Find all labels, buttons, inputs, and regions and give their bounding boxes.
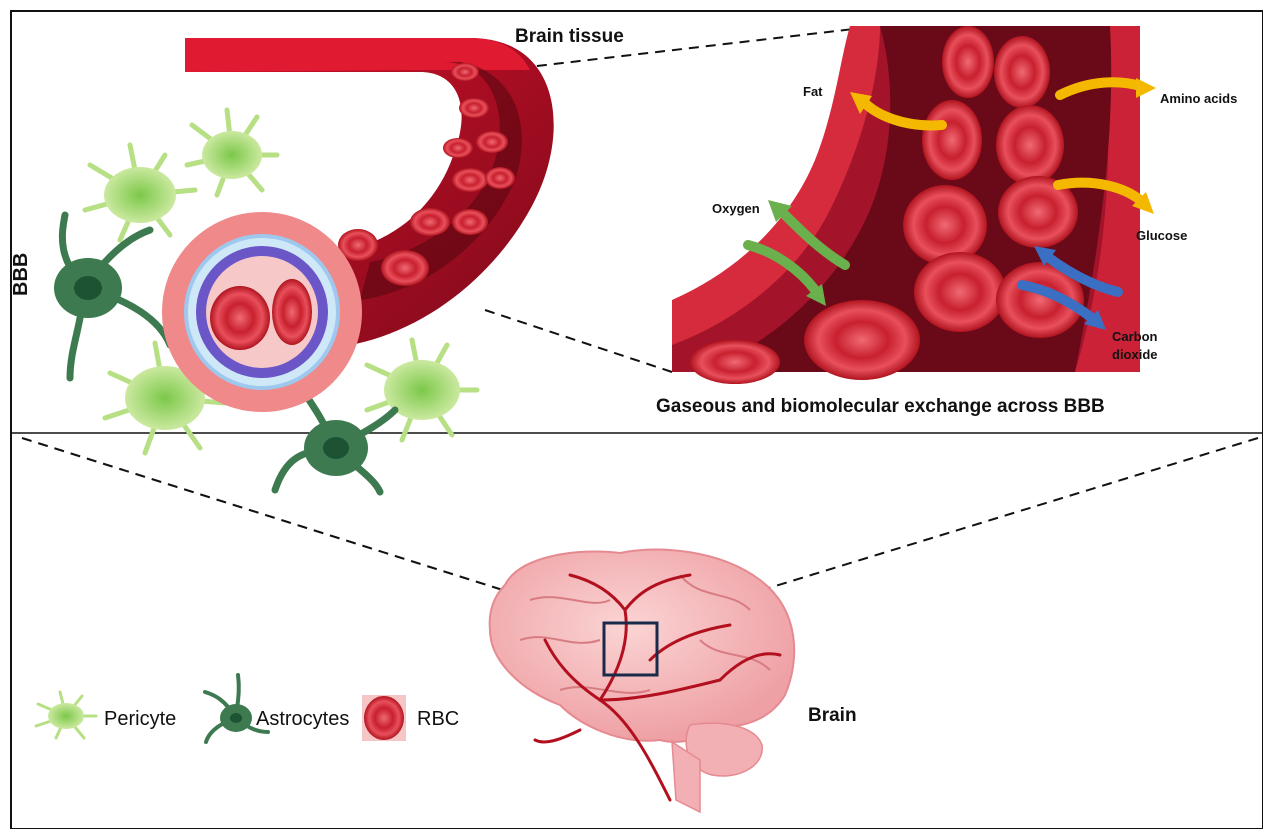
bbb-label: BBB xyxy=(10,253,33,296)
legend-pericyte-body xyxy=(48,703,84,729)
brain-label: Brain xyxy=(808,705,857,727)
legend-pericyte-label: Pericyte xyxy=(104,708,176,731)
fat-label: Fat xyxy=(803,84,823,99)
bbb-cross-section xyxy=(162,212,362,412)
legend-rbc-icon xyxy=(364,696,404,740)
brain-illustration xyxy=(490,550,795,812)
brain-tissue-label: Brain tissue xyxy=(515,26,624,48)
carbon-dioxide-label-line1: Carbon xyxy=(1112,329,1158,344)
amino-acids-label: Amino acids xyxy=(1160,91,1237,106)
legend-rbc-label: RBC xyxy=(417,708,459,731)
legend-astrocytes-label: Astrocytes xyxy=(256,708,349,731)
exchange-caption: Gaseous and biomolecular exchange across… xyxy=(656,396,1105,418)
legend-astrocyte-nucleus xyxy=(230,713,242,723)
oxygen-label: Oxygen xyxy=(712,201,760,216)
glucose-label: Glucose xyxy=(1136,228,1187,243)
carbon-dioxide-label-line2: dioxide xyxy=(1112,347,1158,362)
